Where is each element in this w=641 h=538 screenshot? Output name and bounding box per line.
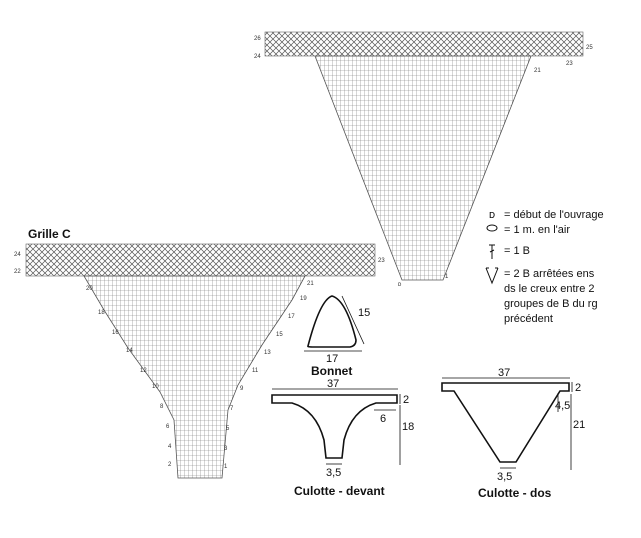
legend-start-text: = début de l'ouvrage — [504, 209, 604, 221]
grille-c-title: Grille C — [28, 227, 71, 241]
grille-row-label-22: 22 — [14, 269, 21, 275]
devant-crotch-label: 3,5 — [326, 467, 341, 479]
top-row-label-26: 26 — [254, 36, 261, 42]
legend-group: = 2 B arrêtées ens — [482, 267, 641, 285]
culotte-devant-title: Culotte - devant — [294, 484, 385, 498]
legend-group-text-1: = 2 B arrêtées ens — [504, 268, 595, 280]
devant-side-label: 6 — [380, 413, 386, 425]
grille-row-label-2: 2 — [168, 462, 172, 468]
grille-row-label-15: 15 — [276, 332, 283, 338]
bonnet-title: Bonnet — [311, 364, 352, 378]
grille-row-label-8: 8 — [160, 404, 164, 410]
chain-oval-icon — [482, 223, 502, 238]
start-icon: ᴅ — [488, 209, 496, 221]
culotte-dos-diagram: 37 2 4,5 21 3,5 Culotte - dos — [441, 367, 585, 500]
dos-side-label: 4,5 — [555, 400, 570, 412]
legend-group-text-3: groupes de B du rg — [504, 298, 598, 310]
legend-start: ᴅ = début de l'ouvrage — [482, 208, 641, 223]
grille-row-label-18: 18 — [98, 310, 105, 316]
grille-row-label-21: 21 — [307, 281, 314, 287]
legend-group-text-4: précédent — [504, 313, 553, 325]
top-row-label-23: 23 — [566, 61, 573, 67]
grille-row-label-24: 24 — [14, 252, 21, 258]
grille-row-label-23: 23 — [378, 258, 385, 264]
bonnet-diagram: 17 15 Bonnet — [304, 295, 370, 378]
dos-width-label: 37 — [498, 367, 510, 379]
grille-row-label-9: 9 — [240, 386, 244, 392]
devant-height-label: 18 — [402, 421, 414, 433]
dos-height-label: 21 — [573, 419, 585, 431]
grille-row-label-3: 3 — [224, 446, 228, 452]
grille-row-label-5: 5 — [226, 426, 230, 432]
legend-stitch-text: = 1 B — [504, 245, 530, 257]
devant-band-label: 2 — [403, 394, 409, 406]
grille-row-label-14: 14 — [126, 348, 133, 354]
double-crochet-icon — [482, 244, 502, 265]
top-row-label-24: 24 — [254, 54, 261, 60]
bonnet-side-dim — [341, 295, 365, 345]
grille-row-label-10: 10 — [152, 384, 159, 390]
legend-stitch: = 1 B — [482, 244, 641, 259]
grille-row-label-11: 11 — [252, 368, 259, 374]
grille-row-label-16: 16 — [112, 330, 119, 336]
grille-row-label-7: 7 — [230, 406, 234, 412]
grille-row-label-6: 6 — [166, 424, 170, 430]
top-chart-body — [314, 55, 532, 281]
culotte-devant-diagram: 37 2 6 18 3,5 Culotte - devant — [271, 378, 414, 498]
grille-row-label-17: 17 — [288, 314, 295, 320]
grille-row-label-19: 19 — [300, 296, 307, 302]
bonnet-shape — [307, 295, 357, 348]
grille-c-chart: Grille C 24 22 20 18 16 14 12 10 8 6 4 2… — [14, 227, 385, 479]
legend-chain-text: = 1 m. en l'air — [504, 224, 570, 236]
culotte-dos-title: Culotte - dos — [478, 486, 552, 500]
grille-row-label-20: 20 — [86, 286, 93, 292]
bonnet-side-label: 15 — [358, 307, 370, 319]
legend-chain: = 1 m. en l'air — [482, 223, 641, 238]
stitch-legend: ᴅ = début de l'ouvrage = 1 m. en l'air =… — [482, 208, 641, 327]
legend-group-text-2: ds le creux entre 2 — [504, 283, 595, 295]
bonnet-bottom-label: 17 — [326, 353, 338, 365]
top-chart-band — [264, 31, 584, 57]
grille-row-label-1: 1 — [224, 464, 228, 470]
dos-band-label: 2 — [575, 382, 581, 394]
grille-c-band — [25, 243, 376, 277]
start-symbol-top: ᴅ — [398, 282, 402, 288]
dos-shape — [441, 382, 570, 463]
devant-shape — [271, 394, 398, 459]
dos-crotch-label: 3,5 — [497, 471, 512, 483]
top-crochet-chart: 26 24 25 23 21 1 ᴅ — [254, 31, 593, 288]
grille-c-body — [83, 275, 306, 479]
grille-row-label-13: 13 — [264, 350, 271, 356]
top-row-label-25: 25 — [586, 45, 593, 51]
devant-width-label: 37 — [327, 378, 339, 390]
top-row-label-21: 21 — [534, 68, 541, 74]
grille-row-label-12: 12 — [140, 368, 147, 374]
cluster-stitch-icon — [482, 267, 502, 290]
top-row-label-1: 1 — [445, 274, 449, 280]
grille-row-label-4: 4 — [168, 444, 172, 450]
